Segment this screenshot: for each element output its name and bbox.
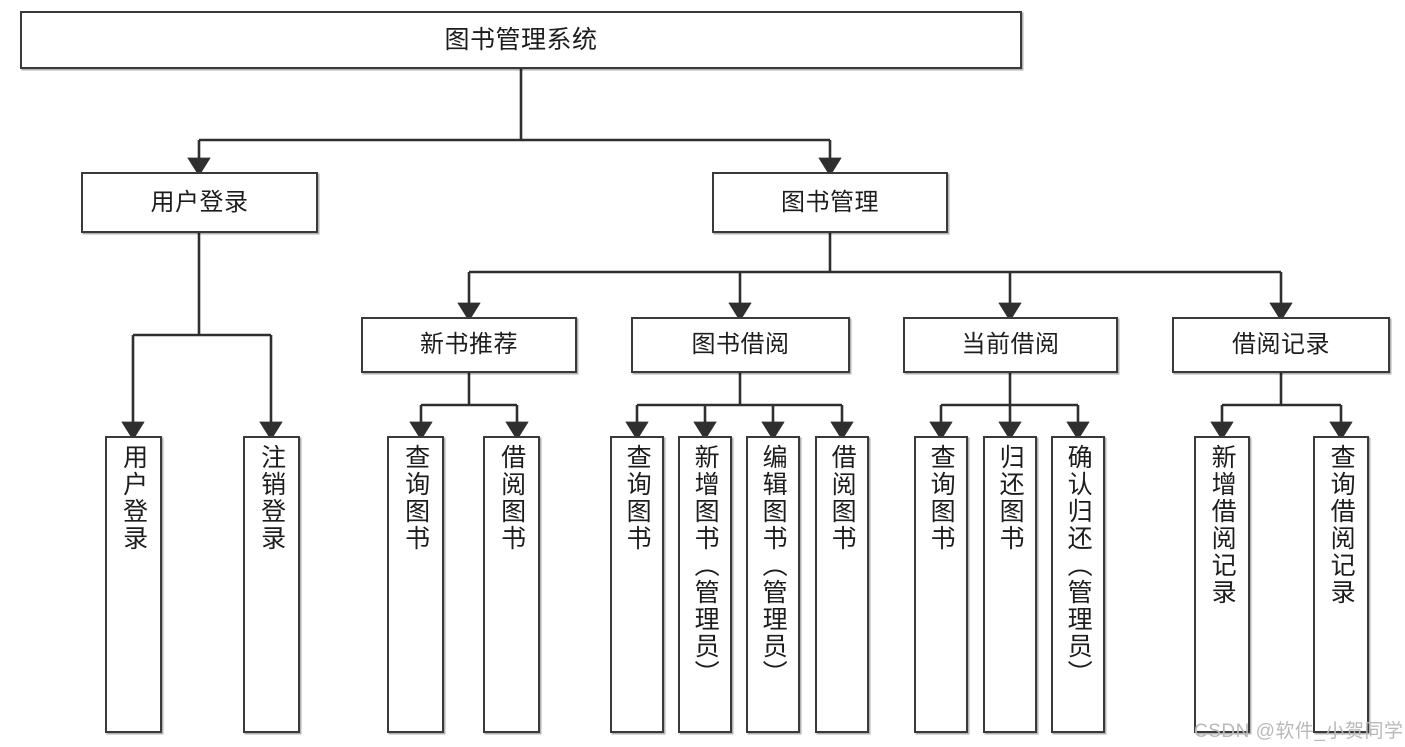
node-label: 编辑图书（管理员） — [759, 444, 788, 687]
node-label: 查询图书 — [623, 444, 652, 552]
leaf-add-book[interactable]: 新增图书（管理员） — [678, 436, 732, 733]
node-label: 图书借阅 — [691, 331, 790, 359]
node-current-borrow[interactable]: 当前借阅 — [903, 317, 1118, 373]
leaf-query-book-2[interactable]: 查询图书 — [610, 436, 664, 733]
node-borrow-record[interactable]: 借阅记录 — [1172, 317, 1390, 373]
leaf-edit-book[interactable]: 编辑图书（管理员） — [746, 436, 800, 733]
node-label: 借阅图书 — [828, 444, 857, 552]
leaf-user-login[interactable]: 用户登录 — [105, 436, 162, 733]
leaf-borrow-book-1[interactable]: 借阅图书 — [483, 436, 540, 733]
node-book-borrow[interactable]: 图书借阅 — [631, 317, 850, 373]
leaf-logout-login[interactable]: 注销登录 — [243, 436, 300, 733]
node-label: 图书管理 — [781, 188, 879, 216]
leaf-query-record[interactable]: 查询借阅记录 — [1313, 436, 1369, 733]
node-label: 新增借阅记录 — [1208, 444, 1237, 606]
node-label: 新增图书（管理员） — [691, 444, 720, 687]
node-label: 归还图书 — [996, 444, 1025, 552]
leaf-return-book[interactable]: 归还图书 — [983, 436, 1037, 733]
node-user-login[interactable]: 用户登录 — [81, 172, 318, 233]
node-label: 新书推荐 — [420, 331, 518, 359]
leaf-add-record[interactable]: 新增借阅记录 — [1194, 436, 1250, 733]
node-label: 借阅记录 — [1232, 331, 1330, 359]
node-new-book-recommend[interactable]: 新书推荐 — [361, 317, 577, 373]
leaf-confirm-return[interactable]: 确认归还（管理员） — [1051, 436, 1105, 733]
node-label: 借阅图书 — [497, 444, 526, 552]
node-label: 确认归还（管理员） — [1064, 444, 1093, 687]
leaf-query-book-3[interactable]: 查询图书 — [914, 436, 968, 733]
node-book-manage[interactable]: 图书管理 — [712, 172, 948, 233]
node-label: 查询借阅记录 — [1327, 444, 1356, 606]
leaf-borrow-book-2[interactable]: 借阅图书 — [815, 436, 869, 733]
node-label: 用户登录 — [150, 188, 249, 216]
node-label: 查询图书 — [927, 444, 956, 552]
node-label: 注销登录 — [257, 444, 286, 552]
node-label: 图书管理系统 — [444, 25, 598, 54]
node-label: 用户登录 — [119, 444, 148, 552]
node-label: 当前借阅 — [961, 331, 1060, 359]
node-root-book-management-system[interactable]: 图书管理系统 — [20, 11, 1022, 69]
node-label: 查询图书 — [401, 444, 430, 552]
leaf-query-book-1[interactable]: 查询图书 — [387, 436, 444, 733]
